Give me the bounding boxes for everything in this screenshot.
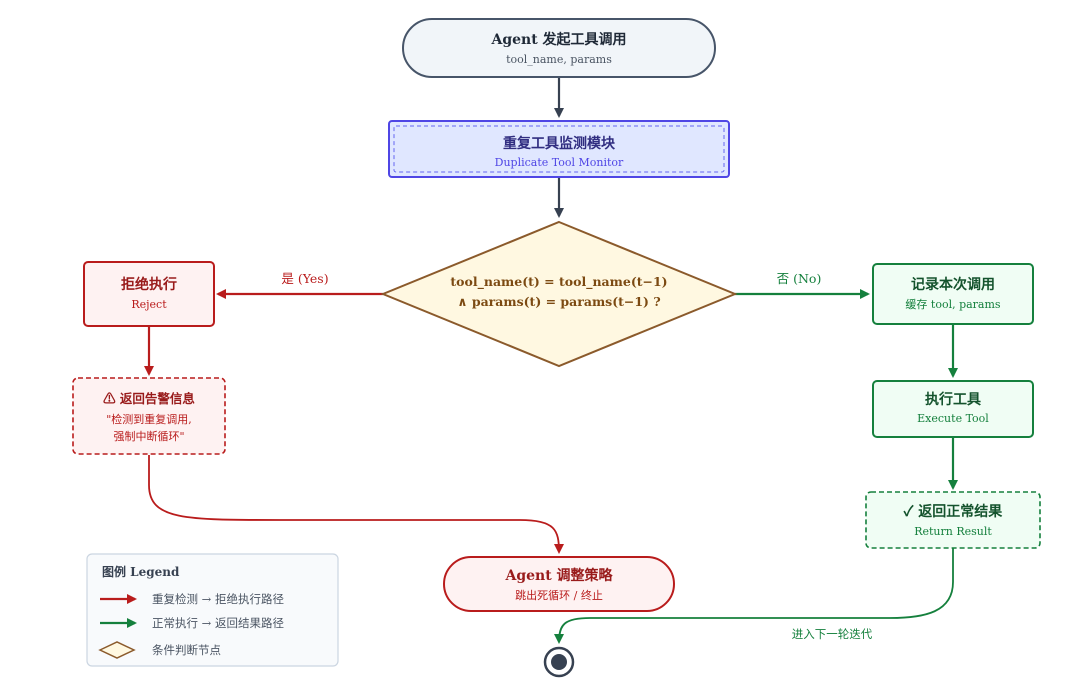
start-node-subtitle: tool_name, params — [506, 53, 612, 66]
start-node: Agent 发起工具调用 tool_name, params — [402, 18, 716, 78]
execute-node-title: 执行工具 — [925, 391, 981, 408]
record-node: 记录本次调用 缓存 tool, params — [872, 263, 1034, 325]
start-node-title: Agent 发起工具调用 — [490, 31, 626, 48]
legend-item-decision: 条件判断节点 — [98, 641, 221, 659]
result-node-title: ✓ 返回正常结果 — [903, 503, 1003, 520]
decision-node: tool_name(t) = tool_name(t−1) ∧ params(t… — [380, 220, 738, 368]
edge-decision-to-record: 否 (No) — [735, 271, 870, 299]
edge-alert-to-adjust — [148, 455, 564, 554]
execute-node-subtitle: Execute Tool — [917, 412, 989, 425]
record-node-title: 记录本次调用 — [911, 276, 995, 293]
alert-node-line1: "检测到重复调用, — [106, 412, 192, 426]
reject-node-title: 拒绝执行 — [121, 276, 177, 293]
yes-edge-label: 是 (Yes) — [281, 271, 328, 286]
monitor-node-subtitle: Duplicate Tool Monitor — [495, 156, 624, 169]
end-node — [543, 646, 575, 678]
legend-item-reject-path: 重复检测 → 拒绝执行路径 — [100, 592, 284, 606]
legend: 图例 Legend 重复检测 → 拒绝执行路径 正常执行 → 返回结果路径 条件… — [86, 553, 339, 667]
reject-node: 拒绝执行 Reject — [83, 261, 215, 327]
alert-node: ⚠ 返回告警信息 "检测到重复调用, 强制中断循环" — [72, 377, 226, 455]
result-node: ✓ 返回正常结果 Return Result — [865, 491, 1041, 549]
decision-condition-line1: tool_name(t) = tool_name(t−1) — [450, 274, 667, 290]
legend-item-label: 重复检测 → 拒绝执行路径 — [152, 592, 284, 606]
adjust-node-subtitle: 跳出死循环 / 终止 — [515, 588, 603, 602]
execute-node: 执行工具 Execute Tool — [872, 380, 1034, 438]
edge-result-to-end: 进入下一轮迭代 — [554, 548, 954, 644]
record-node-subtitle: 缓存 tool, params — [905, 297, 1001, 311]
adjust-node-title: Agent 调整策略 — [504, 567, 613, 584]
adjust-strategy-node: Agent 调整策略 跳出死循环 / 终止 — [443, 556, 675, 612]
legend-item-label: 正常执行 → 返回结果路径 — [152, 616, 284, 630]
monitor-node-title: 重复工具监测模块 — [503, 135, 616, 152]
result-node-subtitle: Return Result — [914, 525, 992, 538]
legend-title: 图例 Legend — [102, 564, 180, 579]
no-edge-label: 否 (No) — [777, 271, 822, 286]
reject-node-subtitle: Reject — [131, 298, 167, 311]
monitor-node: 重复工具监测模块 Duplicate Tool Monitor — [388, 120, 730, 178]
alert-node-title: ⚠ 返回告警信息 — [103, 391, 195, 406]
diamond-icon — [98, 641, 136, 659]
edge-decision-to-reject: 是 (Yes) — [216, 271, 383, 299]
alert-node-line2: 强制中断循环" — [113, 429, 184, 443]
legend-item-normal-path: 正常执行 → 返回结果路径 — [100, 616, 284, 630]
decision-condition-line2: ∧ params(t) = params(t−1) ? — [457, 294, 660, 309]
next-iteration-label: 进入下一轮迭代 — [792, 627, 873, 641]
legend-item-label: 条件判断节点 — [152, 643, 221, 657]
